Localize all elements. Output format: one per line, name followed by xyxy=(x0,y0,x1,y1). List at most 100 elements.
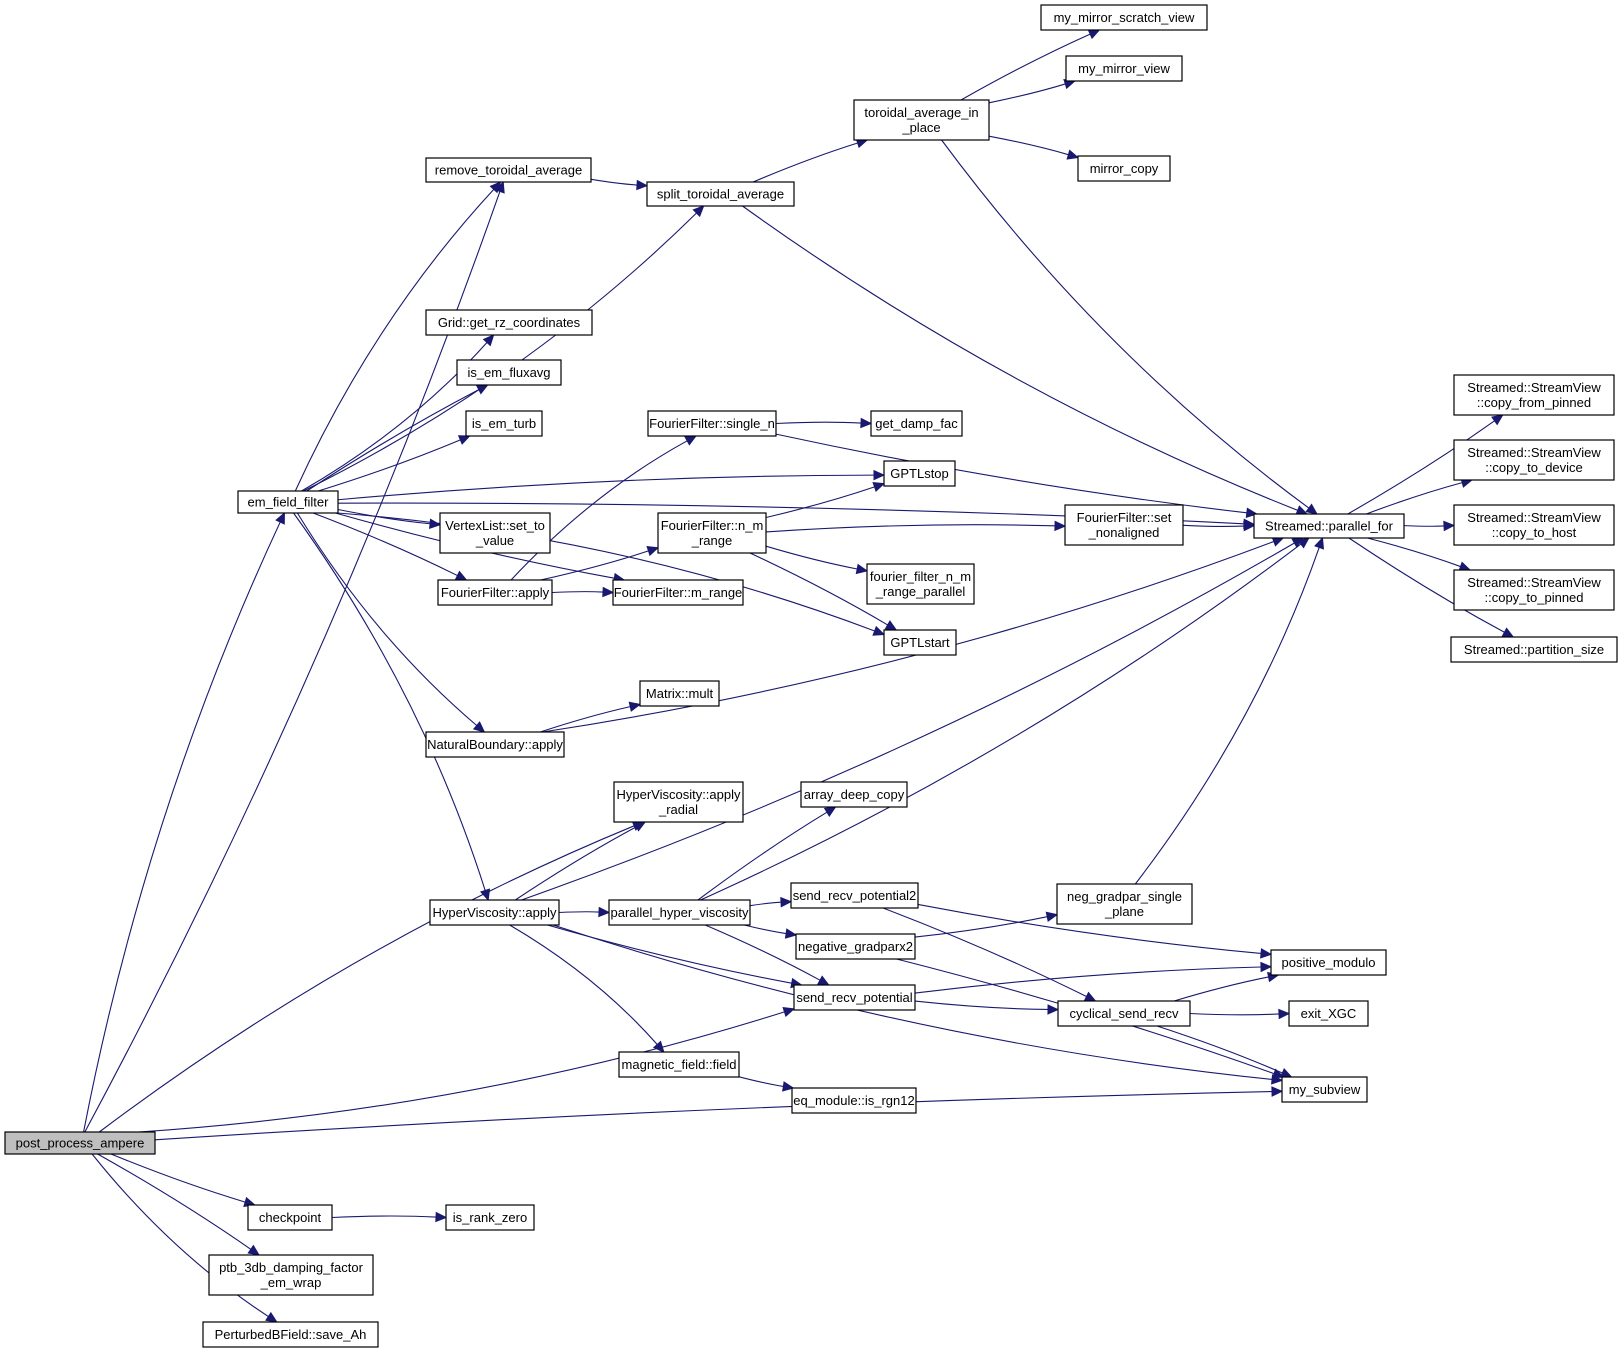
node-gptlstop[interactable]: GPTLstop xyxy=(883,460,956,487)
edge-remove_toroidal_average-to-split_toroidal_average xyxy=(590,178,638,186)
nodes-layer: post_process_ampere em_field_filter remove… xyxy=(4,4,1618,1348)
node-label: Streamed::StreamView xyxy=(1467,575,1601,590)
node-em-field-filter[interactable]: em_field_filter xyxy=(237,490,339,514)
edge-parallel_hyper_viscosity-to-send_recv_potential2 xyxy=(749,901,782,907)
arrowhead-icon xyxy=(1243,520,1256,532)
node-box xyxy=(613,781,744,823)
arrowhead-icon xyxy=(628,701,642,712)
node-label: cyclical_send_recv xyxy=(1069,1006,1179,1021)
arrowhead-icon xyxy=(247,1244,261,1256)
node-sv-copy-to-device[interactable]: Streamed::StreamView::copy_to_device xyxy=(1453,439,1615,481)
node-natural-boundary-apply[interactable]: NaturalBoundary::apply xyxy=(425,731,565,758)
node-box xyxy=(1040,4,1208,31)
node-label: is_em_turb xyxy=(472,416,536,431)
node-matrix-mult[interactable]: Matrix::mult xyxy=(639,680,720,707)
node-box xyxy=(657,512,767,554)
node-ff-m-range[interactable]: FourierFilter::m_range xyxy=(612,579,744,606)
node-ff-n-m-range-parallel[interactable]: fourier_filter_n_m_range_parallel xyxy=(866,563,975,605)
node-grid-get-rz[interactable]: Grid::get_rz_coordinates xyxy=(425,309,593,336)
node-box xyxy=(425,309,593,336)
edge-send_recv_potential2-to-cyclical_send_recv xyxy=(882,907,1087,998)
node-hv-apply[interactable]: HyperViscosity::apply xyxy=(429,899,560,926)
edge-split_toroidal_average-to-toroidal_average_in_place xyxy=(752,142,858,183)
node-my-mirror-scratch-view[interactable]: my_mirror_scratch_view xyxy=(1040,4,1208,31)
node-eq-module-is-rgn12[interactable]: eq_module::is_rgn12 xyxy=(791,1087,917,1114)
node-send-recv-potential2[interactable]: send_recv_potential2 xyxy=(790,882,919,909)
edge-em_field_filter-to-natural_boundary_apply xyxy=(296,512,478,726)
arrowhead-icon xyxy=(1491,414,1504,426)
node-parallel-hyper-viscosity[interactable]: parallel_hyper_viscosity xyxy=(608,899,751,926)
node-box xyxy=(1453,504,1615,546)
node-label: post_process_ampere xyxy=(16,1136,145,1151)
node-is-em-turb[interactable]: is_em_turb xyxy=(465,410,543,437)
node-vertexlist-set[interactable]: VertexList::set_to_value xyxy=(439,512,551,554)
node-checkpoint[interactable]: checkpoint xyxy=(247,1204,333,1231)
node-sv-copy-from-pinned[interactable]: Streamed::StreamView::copy_from_pinned xyxy=(1453,374,1615,416)
node-is-em-fluxavg[interactable]: is_em_fluxavg xyxy=(456,359,562,386)
node-toroidal-average-in-place[interactable]: toroidal_average_in_place xyxy=(853,99,990,141)
node-sv-copy-to-host[interactable]: Streamed::StreamView::copy_to_host xyxy=(1453,504,1615,546)
arrowhead-icon xyxy=(429,518,442,529)
node-label: array_deep_copy xyxy=(804,787,905,802)
node-label: _radial xyxy=(658,802,698,817)
node-label: Streamed::StreamView xyxy=(1467,380,1601,395)
node-neg-gradpar-single-plane[interactable]: neg_gradpar_single_plane xyxy=(1056,883,1193,925)
node-post-process-ampere[interactable]: post_process_ampere xyxy=(4,1131,156,1155)
arrowhead-icon xyxy=(472,721,486,733)
arrowhead-icon xyxy=(457,435,471,445)
node-ptb-3db[interactable]: ptb_3db_damping_factor_em_wrap xyxy=(208,1254,374,1296)
node-positive-modulo[interactable]: positive_modulo xyxy=(1270,949,1387,976)
node-split-toroidal-average[interactable]: split_toroidal_average xyxy=(646,181,795,207)
arrowhead-icon xyxy=(435,1211,448,1223)
node-parallel-for[interactable]: Streamed::parallel_for xyxy=(1253,513,1405,539)
edge-em_field_filter-to-vertexlist_set xyxy=(337,508,431,525)
node-ff-set-nonaligned[interactable]: FourierFilter::set_nonaligned xyxy=(1064,504,1184,546)
node-is-rank-zero[interactable]: is_rank_zero xyxy=(445,1204,535,1231)
edge-parallel_hyper_viscosity-to-negative_gradparx2 xyxy=(744,924,787,935)
node-box xyxy=(612,579,744,606)
node-magnetic-field-field[interactable]: magnetic_field::field xyxy=(618,1051,740,1078)
node-sv-copy-to-pinned[interactable]: Streamed::StreamView::copy_to_pinned xyxy=(1453,569,1615,611)
node-exit-xgc[interactable]: exit_XGC xyxy=(1288,1000,1369,1027)
node-label: Matrix::mult xyxy=(646,686,714,701)
node-label: _range_parallel xyxy=(875,584,966,599)
edge-ff_set_nonaligned-to-parallel_for xyxy=(1182,524,1245,528)
node-array-deep-copy[interactable]: array_deep_copy xyxy=(800,781,908,808)
node-label: Streamed::StreamView xyxy=(1467,445,1601,460)
node-ff-single-n[interactable]: FourierFilter::single_n xyxy=(647,410,777,437)
node-label: is_em_fluxavg xyxy=(467,365,550,380)
node-box xyxy=(791,1087,917,1114)
arrowhead-icon xyxy=(652,1040,665,1053)
node-my-mirror-view[interactable]: my_mirror_view xyxy=(1065,55,1183,82)
node-partition-size[interactable]: Streamed::partition_size xyxy=(1450,636,1618,663)
node-mirror-copy[interactable]: mirror_copy xyxy=(1077,155,1171,182)
arrowhead-icon xyxy=(602,586,615,598)
edge-hv_apply-to-parallel_hyper_viscosity xyxy=(558,911,600,914)
node-my-subview[interactable]: my_subview xyxy=(1281,1076,1368,1103)
node-box xyxy=(790,882,919,909)
edge-em_field_filter-to-remove_toroidal_average xyxy=(294,188,495,492)
node-negative-gradparx2[interactable]: negative_gradparx2 xyxy=(795,933,916,960)
edge-toroidal_average_in_place-to-mirror_copy xyxy=(988,135,1069,156)
node-send-recv-potential[interactable]: send_recv_potential xyxy=(793,984,916,1011)
node-remove-toroidal-average[interactable]: remove_toroidal_average xyxy=(425,157,592,183)
edge-natural_boundary_apply-to-matrix_mult xyxy=(540,706,631,733)
arrowhead-icon xyxy=(855,563,869,575)
arrowhead-icon xyxy=(1271,1086,1284,1097)
node-box xyxy=(883,460,956,487)
node-ff-n-m-range[interactable]: FourierFilter::n_m_range xyxy=(657,512,767,554)
arrowhead-icon xyxy=(646,546,660,557)
edge-em_field_filter-to-hv_apply xyxy=(293,512,486,891)
node-ff-apply[interactable]: FourierFilter::apply xyxy=(437,579,553,606)
node-cyclical-send-recv[interactable]: cyclical_send_recv xyxy=(1057,1000,1191,1027)
edge-post_process_ampere-to-hv_apply_radial xyxy=(98,825,635,1133)
node-label: checkpoint xyxy=(259,1210,322,1225)
node-hv-apply-radial[interactable]: HyperViscosity::apply_radial xyxy=(613,781,744,823)
node-get-damp-fac[interactable]: get_damp_fac xyxy=(870,410,963,437)
node-label: my_mirror_scratch_view xyxy=(1054,10,1195,25)
edge-ff_apply-to-ff_n_m_range xyxy=(540,550,649,581)
node-box xyxy=(853,99,990,141)
node-save-ah[interactable]: PerturbedBField::save_Ah xyxy=(202,1321,379,1348)
node-gptlstart[interactable]: GPTLstart xyxy=(883,629,957,656)
node-label: VertexList::set_to xyxy=(445,518,545,533)
